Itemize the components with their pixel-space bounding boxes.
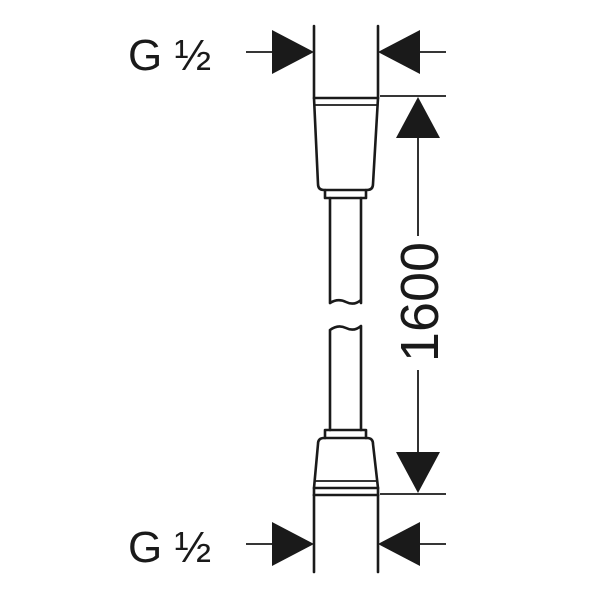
bottom-thread-label: G ½ (128, 523, 211, 572)
lower-hose-segment (328, 324, 363, 432)
top-thread-dimension: G ½ (128, 24, 446, 100)
bottom-thread-dimension: G ½ (128, 493, 446, 574)
bottom-collar (323, 428, 368, 440)
length-dimension-label: 1600 (390, 242, 450, 362)
length-dimension: 1600 (380, 95, 450, 495)
top-fitting (312, 96, 380, 192)
length-arrow-down-icon (396, 452, 440, 493)
bottom-arrow-right-icon (378, 522, 420, 566)
top-arrow-left-icon (272, 30, 314, 74)
shower-hose (312, 96, 380, 497)
bottom-arrow-left-icon (272, 522, 314, 566)
upper-hose-segment (328, 196, 363, 305)
top-thread-label: G ½ (128, 31, 211, 80)
top-arrow-right-icon (378, 30, 420, 74)
length-arrow-up-icon (396, 97, 440, 138)
top-collar (323, 188, 368, 200)
